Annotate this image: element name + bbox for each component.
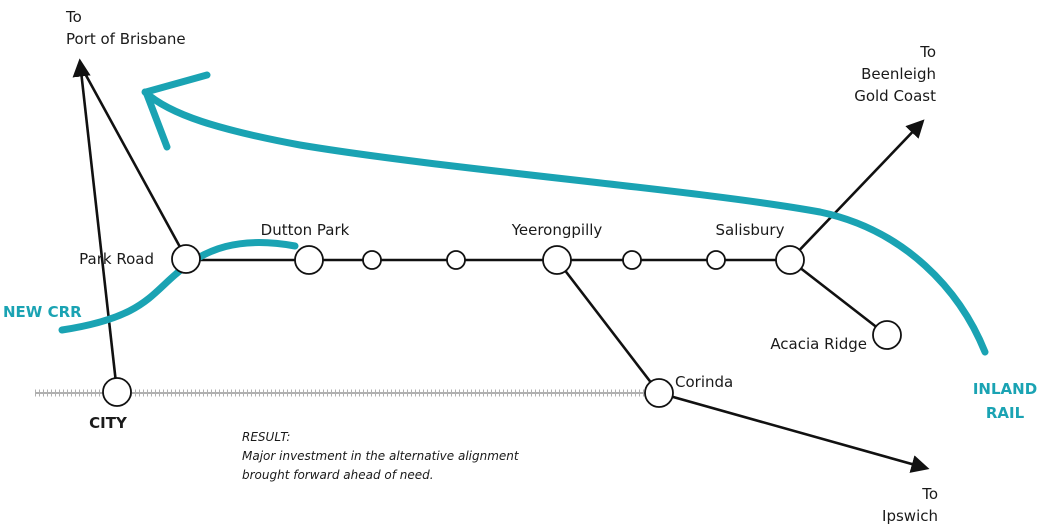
result-line-2: brought forward ahead of need. [242, 468, 434, 482]
station-salisbury [775, 245, 805, 275]
label-park-road: Park Road [79, 250, 154, 268]
station-minor-1 [362, 250, 382, 270]
result-line-1: Major investment in the alternative alig… [242, 449, 520, 463]
station-yeerongpilly [542, 245, 572, 275]
label-new-crr: NEW CRR [3, 303, 82, 321]
dest-gold-coast-name1: Beenleigh [861, 65, 936, 83]
station-acacia-ridge [872, 320, 902, 350]
dest-gold-coast-to: To [919, 43, 936, 61]
label-salisbury: Salisbury [716, 221, 785, 239]
label-yeerongpilly: Yeerongpilly [511, 221, 603, 239]
station-park-road [171, 244, 201, 274]
station-minor-2 [446, 250, 466, 270]
station-minor-3 [622, 250, 642, 270]
dest-ipswich-name: Ipswich [882, 507, 938, 525]
dest-port-to: To [65, 8, 82, 26]
station-minor-4 [706, 250, 726, 270]
station-city [102, 377, 132, 407]
line-salisbury-to-gold-coast [789, 119, 925, 261]
line-city-to-port [72, 58, 119, 393]
inland-rail-arrowhead [142, 71, 211, 151]
new-crr-route [58, 239, 299, 334]
station-corinda [644, 378, 674, 408]
label-inland-rail-2: RAIL [986, 404, 1025, 422]
line-parkroad-to-port [80, 67, 188, 259]
line-salisbury-to-acacia-ridge [789, 258, 889, 338]
dest-port-name: Port of Brisbane [66, 30, 186, 48]
line-yeerongpilly-to-corinda [555, 259, 661, 394]
label-corinda: Corinda [675, 373, 733, 391]
label-inland-rail-1: INLAND [973, 380, 1037, 398]
label-acacia-ridge: Acacia Ridge [770, 335, 867, 353]
result-heading: RESULT: [242, 430, 290, 444]
dest-ipswich-to: To [921, 485, 938, 503]
label-dutton-park: Dutton Park [261, 221, 350, 239]
station-dutton-park [294, 245, 324, 275]
dest-gold-coast-name2: Gold Coast [854, 87, 936, 105]
label-city: CITY [89, 414, 128, 432]
line-corinda-to-ipswich [658, 391, 930, 473]
inland-rail-route [141, 88, 989, 356]
